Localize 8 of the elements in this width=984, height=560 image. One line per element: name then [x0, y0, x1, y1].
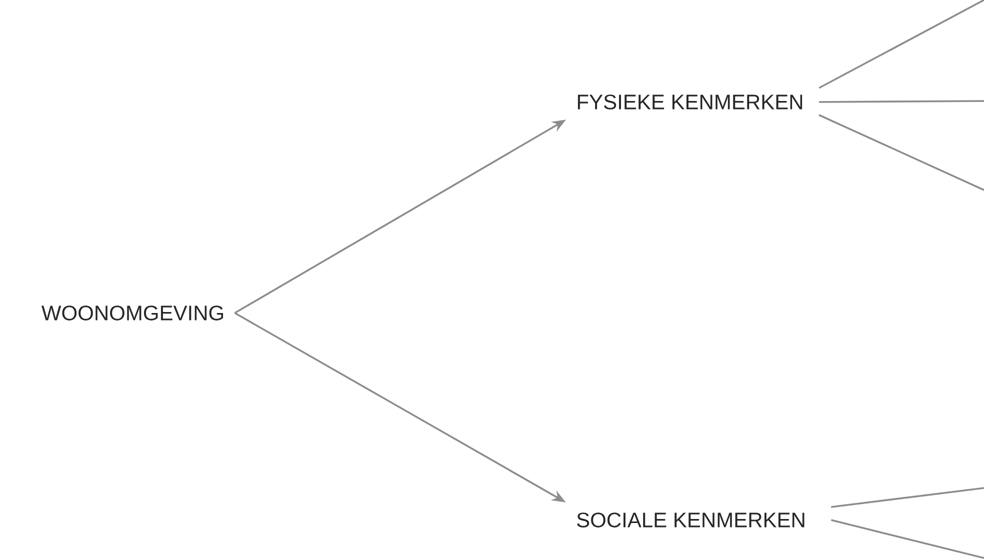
- node-label: FYSIEKE KENMERKEN: [578, 94, 802, 110]
- line: [830, 519, 984, 559]
- node-label: WOONOMGEVING: [42, 306, 224, 320]
- line: [818, 0, 984, 89]
- node-label: SOCIALE KENMERKEN: [577, 512, 804, 528]
- line: [831, 487, 984, 508]
- line: [818, 100, 984, 103]
- line: [818, 114, 984, 191]
